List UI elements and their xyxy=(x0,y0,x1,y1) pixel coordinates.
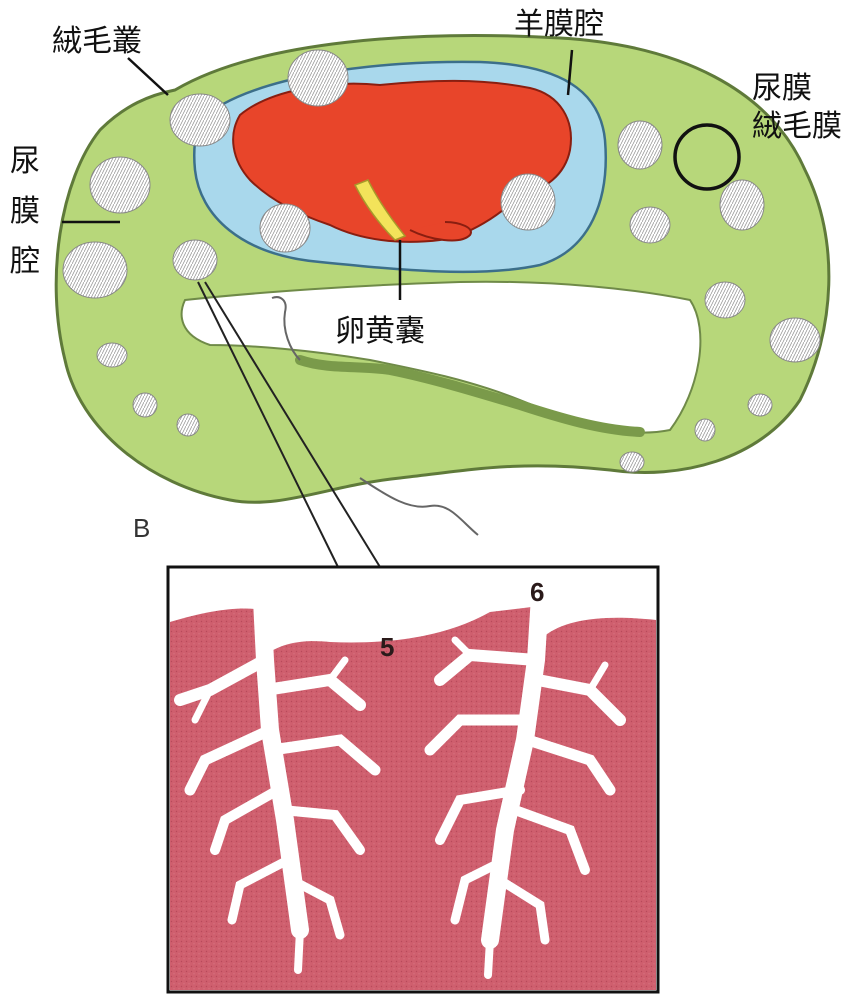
number-6: 6 xyxy=(530,577,544,608)
maternal-tissue xyxy=(170,606,656,990)
amniotic-cavity-label: 羊膜腔 xyxy=(514,8,604,43)
number-5: 5 xyxy=(380,632,394,663)
allantochorion-label-line2: 絨毛膜 xyxy=(752,110,842,145)
allantochorion-label-line1: 尿膜 xyxy=(752,72,812,107)
allantoic-cavity-label-1: 尿 xyxy=(10,145,40,180)
yolk-sac-label: 卵黄嚢 xyxy=(335,315,425,350)
allantoic-cavity-label-2: 膜 xyxy=(10,195,40,230)
allantoic-cavity-label-3: 腔 xyxy=(10,245,40,280)
vessel-thread-lower xyxy=(360,478,478,535)
chorion-tuft-leader xyxy=(128,58,168,95)
chorion-tuft-label: 絨毛叢 xyxy=(52,25,142,60)
panel-b-letter: B xyxy=(133,513,150,544)
